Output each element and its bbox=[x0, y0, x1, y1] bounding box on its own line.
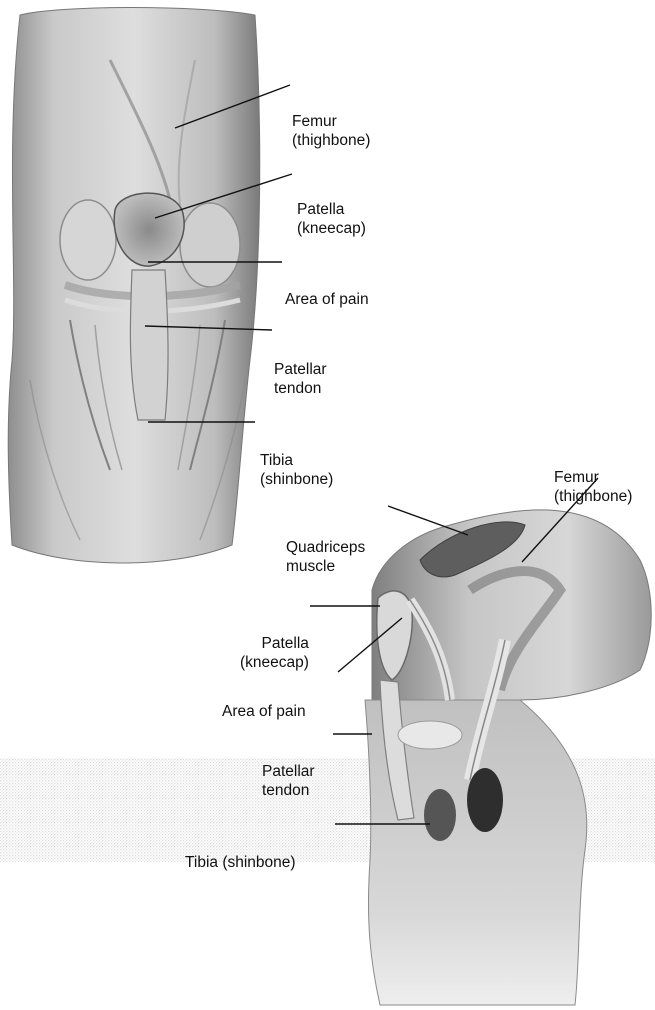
label-front-area-of-pain: Area of pain bbox=[285, 252, 369, 328]
label-side-tibia: Tibia (shinbone) bbox=[185, 815, 296, 891]
side-knee-drawing bbox=[365, 510, 651, 1005]
front-patellar-tendon-shape bbox=[130, 270, 168, 420]
label-side-femur: Femur(thighbone) bbox=[554, 430, 632, 525]
front-knee-drawing bbox=[8, 8, 260, 564]
label-front-femur: Femur(thighbone) bbox=[292, 74, 370, 169]
label-front-patella: Patella(kneecap) bbox=[297, 162, 366, 257]
leader-side-quadriceps bbox=[388, 506, 468, 535]
label-front-tibia: Tibia(shinbone) bbox=[260, 413, 333, 508]
